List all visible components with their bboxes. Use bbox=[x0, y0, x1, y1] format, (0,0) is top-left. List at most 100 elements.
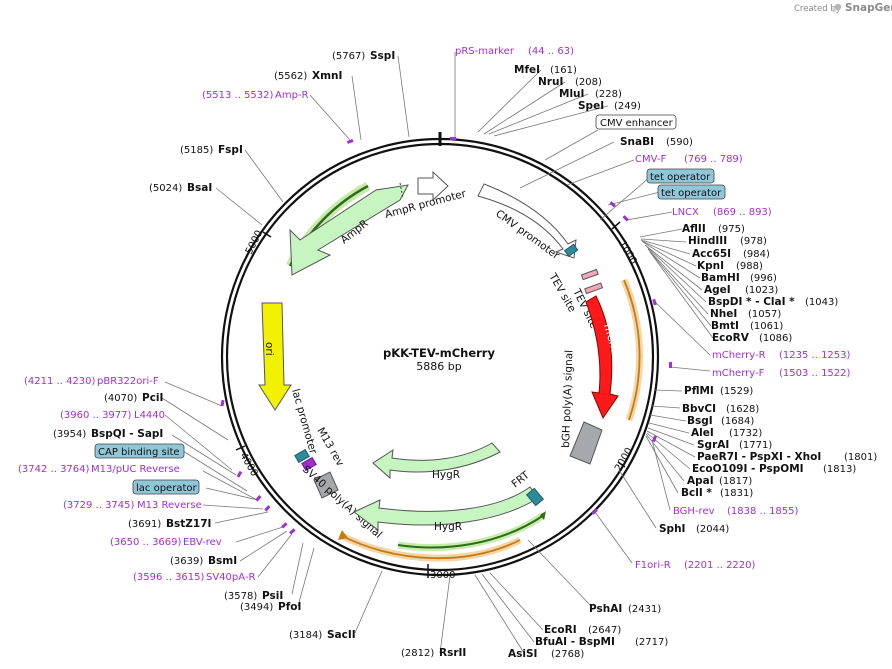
enzyme-right-20-pos: (1801) bbox=[844, 452, 877, 463]
enzyme-left-5-name: BspQI - SapI bbox=[91, 428, 163, 440]
enzyme-bottom-0-name: PshAI bbox=[589, 603, 622, 615]
enzyme-left-2-pos: (5185) bbox=[180, 145, 213, 156]
primer-ebv-rev-name: EBV-rev bbox=[183, 537, 222, 548]
enzyme-right-7-name: Acc65I bbox=[692, 248, 731, 260]
mcherry-arrow bbox=[585, 295, 619, 420]
enzyme-left-6-name: BstZ17I bbox=[166, 518, 211, 530]
enzyme-right-3-pos: (249) bbox=[614, 101, 641, 112]
bgh-polya-label: bGH poly(A) signal bbox=[560, 350, 575, 448]
enzyme-right-8-pos: (988) bbox=[736, 261, 763, 272]
enzyme-left-7-name: BsmI bbox=[208, 555, 237, 567]
ori-label: ori bbox=[263, 342, 275, 356]
enzyme-left-5-pos: (3954) bbox=[53, 429, 86, 440]
ampr-arrow bbox=[289, 184, 409, 276]
enzyme-right-4-name: SnaBI bbox=[620, 136, 654, 148]
enzyme-left-9-pos: (3494) bbox=[240, 602, 273, 613]
bgh-polya-box bbox=[569, 421, 603, 465]
enzyme-right-23-name: BclI * bbox=[681, 487, 712, 499]
enzyme-right-24-pos: (2044) bbox=[696, 524, 729, 535]
primer-f1ori-r-range: (2201 .. 2220) bbox=[684, 560, 756, 571]
tev-site-2-mark bbox=[584, 282, 604, 295]
ori-arrow bbox=[258, 302, 292, 411]
tick-1000: 1000 bbox=[616, 239, 638, 267]
primer-l4440-name: L4440 bbox=[134, 410, 165, 421]
enzyme-left-6-pos: (3691) bbox=[128, 519, 161, 530]
cmv-promoter-arrow bbox=[477, 183, 577, 259]
primer-cmv-f-range: (769 .. 789) bbox=[684, 154, 743, 165]
enzyme-labels-left: (5767) SspI (5562) XmnI (5513 .. 5532) A… bbox=[18, 50, 466, 659]
primer-lncx-name: LNCX bbox=[672, 207, 699, 218]
m13-rev-mark bbox=[301, 456, 317, 472]
primer-m13puc-rev-name: M13/pUC Reverse bbox=[91, 464, 180, 475]
enzyme-right-24-name: SphI bbox=[659, 523, 685, 535]
primer-lncx-range: (869 .. 893) bbox=[713, 207, 772, 218]
enzyme-right-16-name: BbvCI bbox=[682, 403, 716, 415]
enzyme-right-14-name: EcoRV bbox=[712, 332, 750, 344]
leader-lines bbox=[161, 52, 714, 654]
cap-binding-site-label: CAP binding site bbox=[98, 447, 180, 458]
backbone bbox=[220, 132, 660, 577]
primer-amp-r-name: Amp-R bbox=[275, 90, 309, 101]
map-title: pKK-TEV-mCherry 5886 bp bbox=[383, 346, 495, 373]
enzyme-bottom-1-pos: (2647) bbox=[588, 625, 621, 636]
plasmid-name: pKK-TEV-mCherry bbox=[383, 346, 495, 360]
hygr-inner-arrow bbox=[372, 442, 501, 480]
primer-bgh-rev-name: BGH-rev bbox=[673, 506, 715, 517]
enzyme-left-11-name: RsrII bbox=[439, 647, 466, 659]
created-by-text: Created by bbox=[794, 4, 841, 14]
sv40-polya-label: SV40 poly(A) signal bbox=[300, 463, 384, 541]
primer-prs-marker-range: (44 .. 63) bbox=[528, 46, 574, 57]
primer-f1ori-r-name: F1ori-R bbox=[635, 560, 671, 571]
tet-operator-label-1: tet operator bbox=[650, 172, 711, 183]
enzyme-bottom-1-name: EcoRI bbox=[544, 624, 577, 636]
tev-site-1-mark bbox=[580, 268, 599, 281]
plasmid-size: 5886 bp bbox=[416, 360, 461, 373]
lac-operator-mark bbox=[294, 448, 310, 464]
primer-m13puc-rev-range: (3742 .. 3764) bbox=[18, 464, 90, 475]
primer-l4440-range: (3960 .. 3977) bbox=[60, 410, 132, 421]
enzyme-right-11-name: BspDI * - ClaI * bbox=[708, 296, 795, 308]
tick-4000-mark bbox=[235, 445, 246, 451]
cmv-enhancer-box bbox=[595, 114, 677, 130]
enzyme-right-17-name: BsgI bbox=[687, 415, 713, 427]
enzyme-right-19-name: SgrAI bbox=[697, 439, 729, 451]
hygr-outer-label: HygR bbox=[434, 521, 462, 533]
enzyme-right-17-pos: (1684) bbox=[721, 416, 754, 427]
primer-ticks bbox=[220, 137, 672, 535]
primer-ebv-rev-range: (3650 .. 3669) bbox=[110, 537, 182, 548]
enzyme-labels-bottom: PshAI (2431) EcoRI (2647) BfuAI - BspMI … bbox=[508, 603, 668, 660]
tet-operator-box-1 bbox=[646, 168, 715, 184]
enzyme-right-0-name: MfeI bbox=[514, 64, 540, 76]
enzyme-bottom-0-pos: (2431) bbox=[628, 604, 661, 615]
enzyme-right-13-pos: (1061) bbox=[750, 321, 783, 332]
enzyme-right-16-pos: (1628) bbox=[726, 404, 759, 415]
enzyme-right-22-pos: (1817) bbox=[719, 476, 752, 487]
hygr-outer-arrow bbox=[353, 486, 539, 531]
lac-operator-label: lac operator bbox=[136, 483, 197, 494]
enzyme-right-9-name: BamHI bbox=[701, 272, 740, 284]
snapgene-logo-text: SnapGene bbox=[845, 2, 892, 14]
enzyme-right-1-pos: (208) bbox=[575, 77, 602, 88]
primer-sv40pa-r-range: (3596 .. 3615) bbox=[133, 572, 205, 583]
cmv-enhancer-label: CMV enhancer bbox=[600, 118, 674, 129]
enzyme-right-2-name: MluI bbox=[559, 88, 584, 100]
enzyme-left-4-name: PciI bbox=[142, 392, 163, 404]
enzyme-left-0-pos: (5767) bbox=[332, 51, 365, 62]
primer-mcherry-r-range: (1235 .. 1253) bbox=[779, 350, 851, 361]
ampr-promoter-arrow bbox=[417, 170, 449, 202]
enzyme-right-14-pos: (1086) bbox=[759, 333, 792, 344]
primer-mcherry-r-name: mCherry-R bbox=[712, 350, 766, 361]
enzyme-left-4-pos: (4070) bbox=[104, 393, 137, 404]
enzyme-right-10-name: AgeI bbox=[704, 284, 731, 296]
lac-operator-box bbox=[132, 479, 200, 495]
enzyme-left-2-name: FspI bbox=[218, 144, 243, 156]
primer-amp-r-range: (5513 .. 5532) bbox=[202, 90, 274, 101]
enzyme-left-9-name: PfoI bbox=[278, 601, 301, 613]
enzyme-right-0-pos: (161) bbox=[550, 65, 577, 76]
enzyme-left-8-name: PsiI bbox=[262, 590, 283, 602]
enzyme-right-21-pos: (1813) bbox=[823, 464, 856, 475]
enzyme-right-12-pos: (1057) bbox=[748, 309, 781, 320]
enzyme-right-19-pos: (1771) bbox=[739, 440, 772, 451]
enzyme-right-3-name: SpeI bbox=[578, 100, 604, 112]
